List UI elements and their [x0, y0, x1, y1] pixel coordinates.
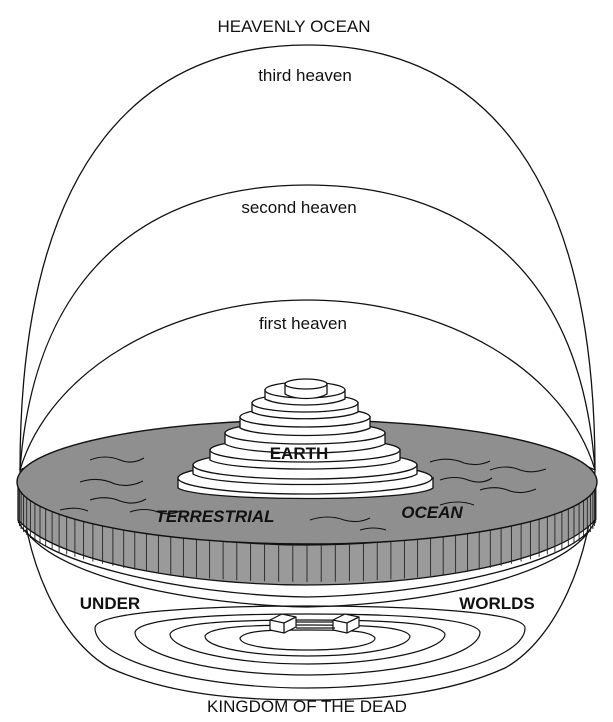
earth-mountain [177, 378, 434, 500]
wave [359, 527, 387, 531]
wave [79, 478, 144, 487]
rim-ticks [17, 482, 597, 582]
temple-beam [296, 621, 335, 629]
underworld-ring [204, 624, 411, 657]
ocean-waves [59, 456, 547, 531]
wave [439, 501, 475, 506]
under-label: UNDER [80, 594, 140, 613]
ocean-label: OCEAN [401, 503, 463, 522]
wave [489, 466, 547, 473]
earth-label: EARTH [270, 444, 329, 463]
mountain-summit-top [284, 378, 328, 390]
temple-block-left [269, 613, 297, 634]
lower-shell [19, 469, 596, 701]
first-heaven-dome [19, 299, 596, 471]
temple-block-right [332, 613, 360, 634]
wave [439, 476, 493, 483]
second-heaven-label: second heaven [241, 198, 356, 217]
kingdom-of-the-dead-label: KINGDOM OF THE DEAD [207, 697, 407, 716]
second-heaven-dome [19, 184, 596, 471]
heavenly-ocean-label: HEAVENLY OCEAN [217, 17, 370, 36]
lower-ring-2 [24, 529, 591, 608]
wave [309, 516, 371, 523]
wave [129, 508, 181, 515]
temple-block-right-edge [332, 616, 360, 633]
underworld-rings [94, 605, 526, 689]
worlds-label: WORLDS [459, 594, 535, 613]
underworld-temple [269, 613, 360, 634]
underworld-ring [239, 629, 376, 651]
terrestrial-label: TERRESTRIAL [156, 507, 275, 526]
underworld-ring [94, 605, 526, 689]
third-heaven-label: third heaven [258, 66, 352, 85]
underworld-ring [134, 613, 481, 676]
first-heaven-label: first heaven [259, 314, 347, 333]
lower-ring [17, 519, 596, 598]
third-heaven-dome [19, 44, 596, 471]
wave [89, 497, 147, 504]
temple-block-left-edge [269, 616, 297, 633]
underworld-ring [169, 619, 446, 665]
wave [479, 487, 537, 494]
wave [429, 458, 491, 466]
wave [89, 456, 145, 463]
wave [59, 507, 89, 512]
